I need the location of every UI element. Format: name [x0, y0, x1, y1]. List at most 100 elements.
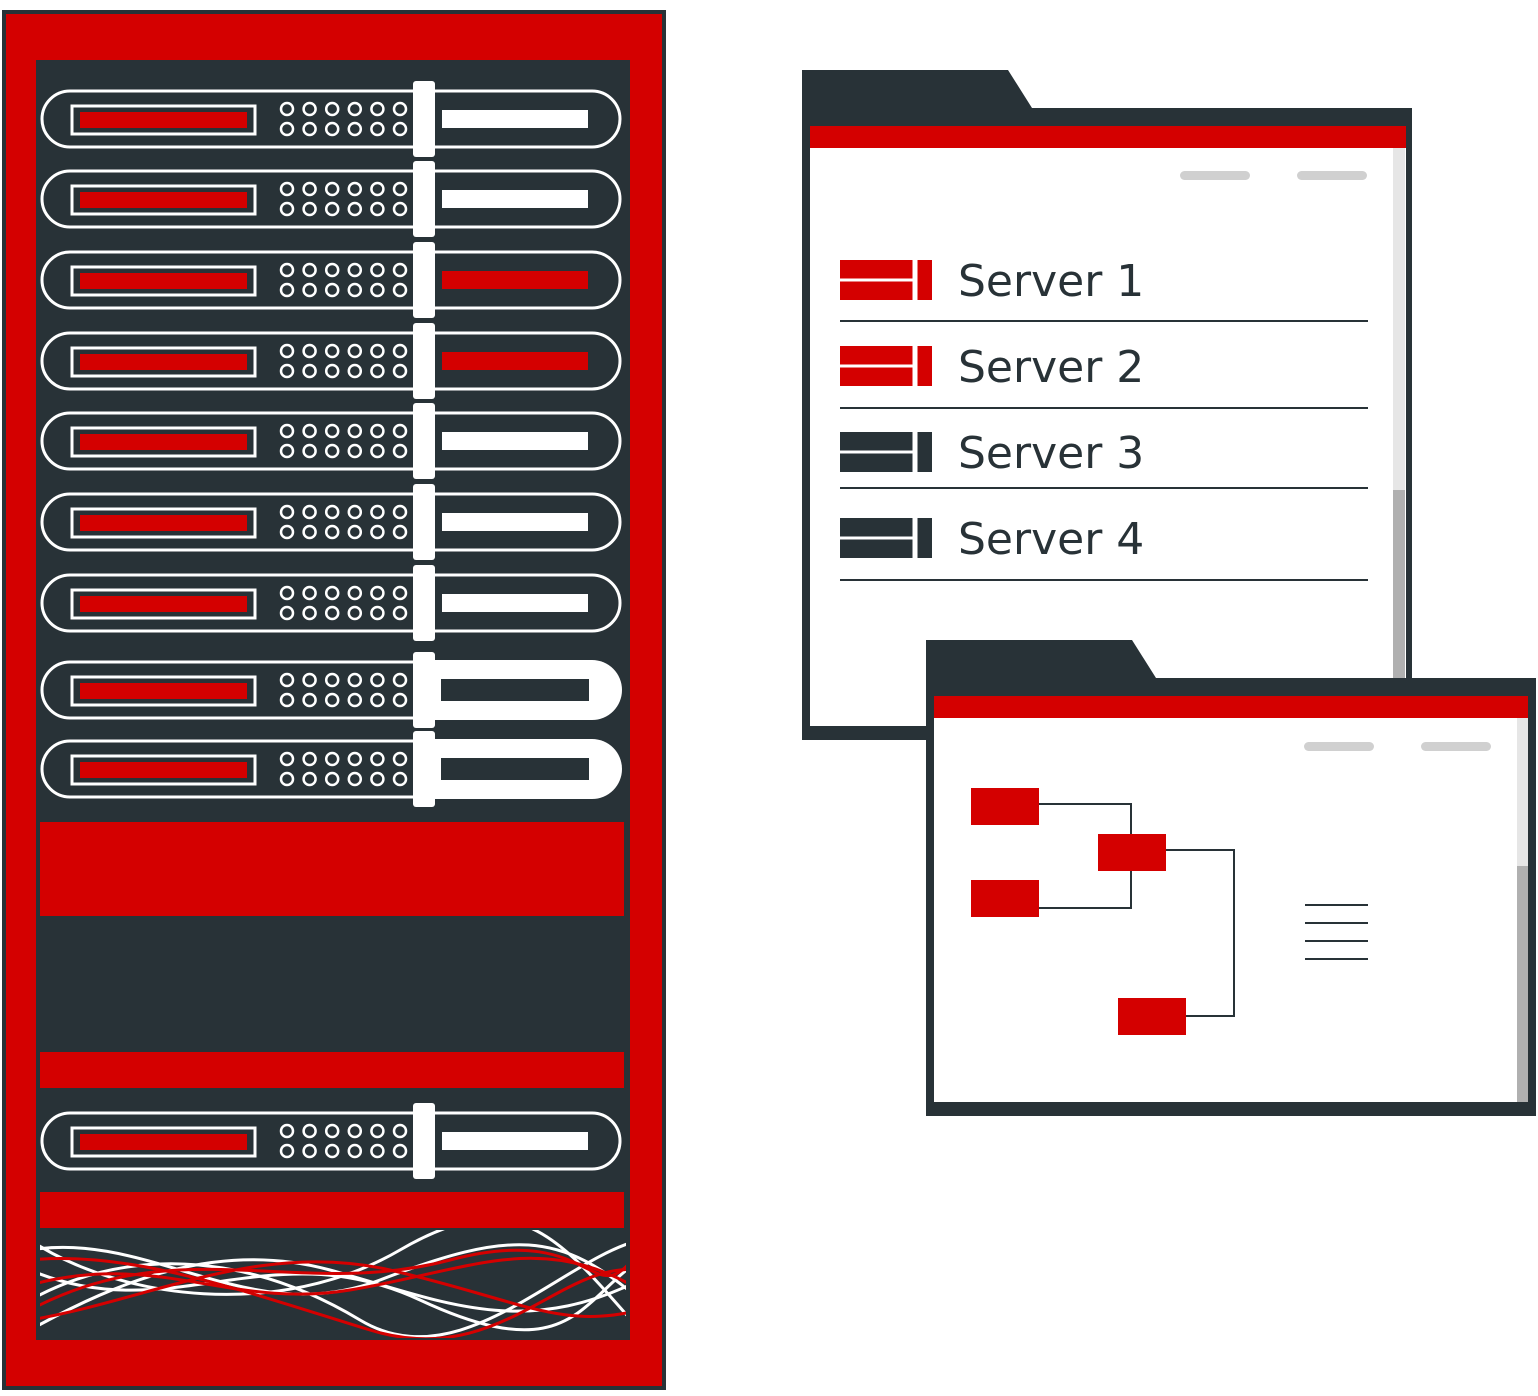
server-list-window: Server 1 Server 2 Server 3 Server 4: [802, 70, 1412, 740]
rack-unit-3[interactable]: [40, 242, 622, 318]
unit-bezel: [40, 411, 622, 471]
node-c[interactable]: [1118, 998, 1186, 1035]
indicator-bar: [441, 679, 589, 701]
drive-bay: [70, 1126, 257, 1158]
topology-diagram: [971, 788, 1368, 1035]
server-list: Server 1 Server 2 Server 3 Server 4: [840, 256, 1368, 581]
drive-light: [80, 515, 247, 531]
unit-handle[interactable]: [413, 242, 435, 318]
rack-unit-1[interactable]: [40, 81, 622, 157]
vent-grid: [279, 504, 408, 540]
rack-unit-9[interactable]: [40, 731, 622, 807]
unit-bezel: [40, 331, 622, 391]
node-b[interactable]: [971, 880, 1039, 917]
window-control[interactable]: [1297, 171, 1367, 180]
unit-bezel: [40, 89, 622, 149]
rack-unit-10[interactable]: [40, 1103, 622, 1179]
drive-bay: [70, 675, 257, 707]
unit-handle[interactable]: [413, 161, 435, 237]
rack-unit-8[interactable]: [40, 652, 622, 728]
indicator-bar: [442, 190, 588, 208]
unit-bezel: [40, 169, 622, 229]
drive-bay: [70, 184, 257, 216]
topology-window: [926, 640, 1536, 1116]
unit-bezel: [40, 1111, 622, 1171]
indicator-bar: [442, 352, 588, 370]
rack-panel-dark: [40, 916, 624, 1052]
cable-bundle: [40, 1230, 626, 1338]
connector: [1164, 849, 1235, 1017]
scrollbar-thumb[interactable]: [1517, 866, 1528, 1102]
rack-unit-4[interactable]: [40, 323, 622, 399]
vent-grid: [279, 751, 408, 787]
server-icon: [840, 346, 932, 386]
unit-handle[interactable]: [413, 652, 435, 728]
unit-bezel: [40, 573, 622, 633]
window-control[interactable]: [1304, 742, 1374, 751]
node-hub[interactable]: [1098, 834, 1166, 871]
drive-bay: [70, 265, 257, 297]
unit-handle[interactable]: [413, 81, 435, 157]
indicator-bar: [442, 1132, 588, 1150]
unit-handle[interactable]: [413, 403, 435, 479]
indicator-bar: [442, 432, 588, 450]
indicator-bar: [441, 758, 589, 780]
drive-bay: [70, 588, 257, 620]
rack-unit-5[interactable]: [40, 403, 622, 479]
drive-bay: [70, 104, 257, 136]
drive-light: [80, 434, 247, 450]
server-label: Server 4: [958, 514, 1144, 565]
window-control[interactable]: [1421, 742, 1491, 751]
indicator-bar: [442, 271, 588, 289]
indicator-bar: [442, 594, 588, 612]
rack-strip-red: [40, 1052, 624, 1088]
text-lines-icon: [1305, 904, 1368, 960]
rack-units: [40, 81, 622, 1179]
vent-grid: [279, 585, 408, 621]
unit-handle[interactable]: [413, 565, 435, 641]
unit-bezel: [40, 492, 622, 552]
server-label: Server 3: [958, 428, 1144, 479]
server-list-item[interactable]: Server 4: [840, 514, 1368, 581]
drive-light: [80, 596, 247, 612]
drive-light: [80, 112, 247, 128]
indicator-bar: [442, 513, 588, 531]
rack-unit-2[interactable]: [40, 161, 622, 237]
vent-grid: [279, 343, 408, 379]
server-list-item[interactable]: Server 2: [840, 342, 1368, 409]
vent-grid: [279, 672, 408, 708]
drive-light: [80, 192, 247, 208]
unit-bezel: [40, 250, 622, 310]
window-control[interactable]: [1180, 171, 1250, 180]
drive-light: [80, 1134, 247, 1150]
server-icon: [840, 432, 932, 472]
unit-handle[interactable]: [413, 731, 435, 807]
drive-light: [80, 354, 247, 370]
unit-handle[interactable]: [413, 323, 435, 399]
indicator-bar: [442, 110, 588, 128]
drive-light: [80, 762, 247, 778]
server-label: Server 2: [958, 342, 1144, 393]
rack-unit-6[interactable]: [40, 484, 622, 560]
unit-handle[interactable]: [413, 484, 435, 560]
scrollbar-thumb[interactable]: [1393, 490, 1405, 726]
drive-bay: [70, 754, 257, 786]
drive-light: [80, 273, 247, 289]
window-title-bar: [810, 126, 1406, 148]
drive-bay: [70, 346, 257, 378]
rack-panel-red: [40, 822, 624, 916]
node-a[interactable]: [971, 788, 1039, 825]
unit-handle[interactable]: [413, 1103, 435, 1179]
vent-grid: [279, 262, 408, 298]
server-list-item[interactable]: Server 1: [840, 256, 1368, 322]
server-icon: [840, 260, 932, 300]
drive-bay: [70, 507, 257, 539]
drive-bay: [70, 426, 257, 458]
vent-grid: [279, 181, 408, 217]
rack-unit-7[interactable]: [40, 565, 622, 641]
server-icon: [840, 518, 932, 558]
window-title-bar: [934, 696, 1528, 718]
server-list-item[interactable]: Server 3: [840, 428, 1368, 489]
rack-strip-red-bottom: [40, 1192, 624, 1228]
